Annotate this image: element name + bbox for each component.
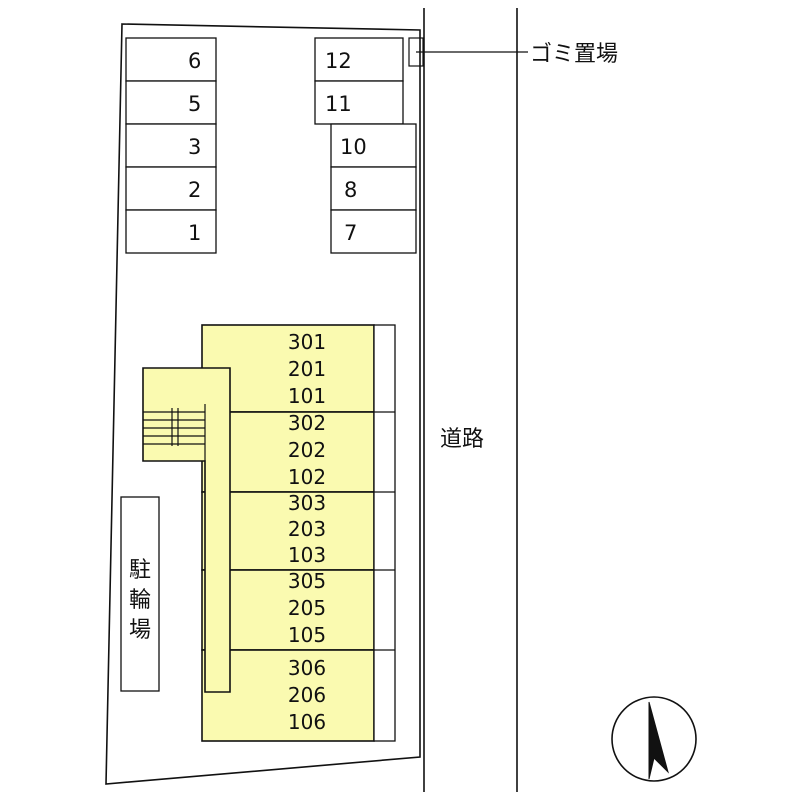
parking-left: 6 5 3 2 1: [125, 37, 217, 254]
bicycle-parking-label-3: 場: [129, 618, 151, 643]
garbage-label: ゴミ置場: [530, 42, 618, 67]
lot-boundary: [105, 23, 421, 785]
parking-space: [125, 166, 217, 211]
parking-space: [125, 37, 217, 82]
room-number: 106: [288, 710, 326, 734]
room-number: 101: [288, 384, 326, 408]
room-number: 202: [288, 438, 326, 462]
parking-number: 10: [340, 135, 367, 159]
room-number: 203: [288, 517, 326, 541]
corridor-and-stairs: [142, 367, 231, 693]
room-number: 102: [288, 465, 326, 489]
parking-right: 12 11 10 8 7: [314, 37, 417, 254]
parking-number: 11: [325, 92, 352, 116]
parking-space: [330, 123, 417, 168]
apartment-building: 301 201 101 302 202 102 303 203 103 305 …: [142, 324, 396, 742]
room-number: 103: [288, 543, 326, 567]
parking-space: [125, 80, 217, 125]
room-number: 201: [288, 357, 326, 381]
parking-number: 12: [325, 49, 352, 73]
parking-space: [314, 80, 404, 125]
bicycle-parking: [120, 496, 160, 692]
road-label: 道路: [440, 427, 484, 452]
bicycle-parking-label-2: 輪: [129, 588, 151, 613]
room-number: 303: [288, 491, 326, 515]
parking-number: 5: [188, 92, 201, 116]
parking-number: 6: [188, 49, 201, 73]
room-number: 205: [288, 596, 326, 620]
north-arrow-icon: [611, 696, 697, 782]
room-number: 105: [288, 623, 326, 647]
parking-number: 3: [188, 135, 201, 159]
parking-space: [314, 37, 404, 82]
parking-number: 2: [188, 178, 201, 202]
bicycle-parking-label-1: 駐: [129, 558, 151, 583]
parking-space: [125, 123, 217, 168]
room-number: 206: [288, 683, 326, 707]
parking-number: 7: [344, 221, 357, 245]
room-number: 301: [288, 330, 326, 354]
parking-number: 8: [344, 178, 357, 202]
parking-space: [330, 209, 417, 254]
room-number: 306: [288, 656, 326, 680]
parking-number: 1: [188, 221, 201, 245]
room-number: 302: [288, 411, 326, 435]
balcony-strip: [373, 324, 396, 742]
parking-space: [125, 209, 217, 254]
room-number: 305: [288, 569, 326, 593]
staircase: [143, 404, 206, 461]
